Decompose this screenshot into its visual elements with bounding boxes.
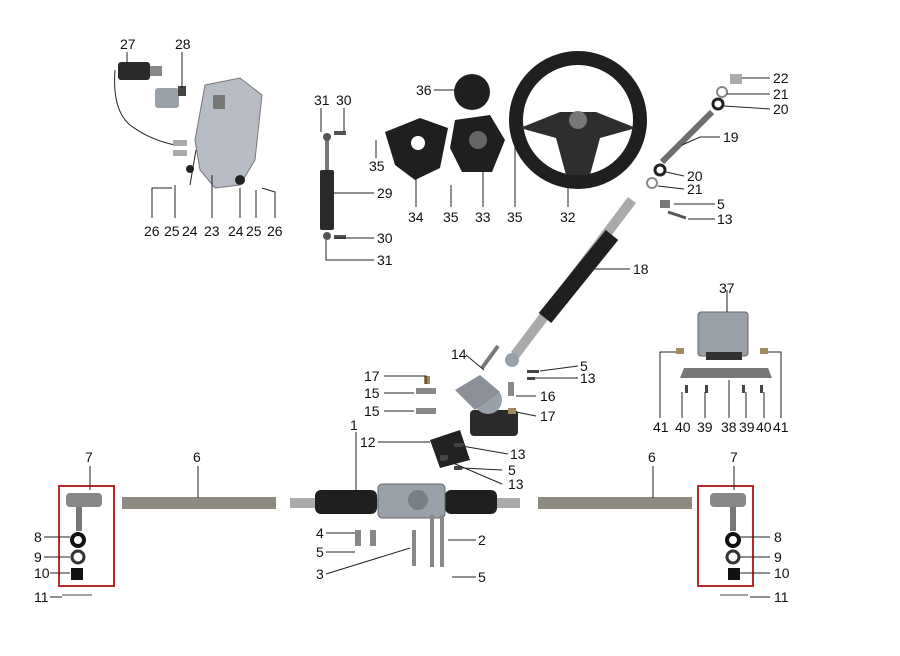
callout-30-bottom: 30 [377, 230, 393, 246]
callout-23: 23 [204, 223, 220, 239]
callout-5-column: 5 [508, 462, 516, 478]
callout-24-right: 24 [228, 223, 244, 239]
callout-20-bottom: 20 [687, 168, 703, 184]
callout-31-bottom: 31 [377, 252, 393, 268]
callout-5-motor: 5 [580, 358, 588, 374]
callout-10-right: 10 [774, 565, 790, 581]
callout-7-right: 7 [730, 449, 738, 465]
callout-30-top: 30 [336, 92, 352, 108]
callout-13-rack: 13 [508, 476, 524, 492]
callout-5-shaft: 5 [717, 196, 725, 212]
callout-28: 28 [175, 36, 191, 52]
callout-41-left: 41 [653, 419, 669, 435]
callout-34: 34 [408, 209, 424, 225]
callout-36: 36 [416, 82, 432, 98]
callout-41-right: 41 [773, 419, 789, 435]
callout-11-right: 11 [774, 589, 789, 605]
leader-lines [44, 52, 782, 598]
callout-17-left: 17 [364, 368, 380, 384]
steering-wheel [509, 51, 647, 189]
callout-6-right: 6 [648, 449, 656, 465]
callout-32: 32 [560, 209, 576, 225]
tie-rods [122, 497, 692, 509]
callout-33: 33 [475, 209, 491, 225]
callout-15-bottom: 15 [364, 403, 380, 419]
callout-38: 38 [721, 419, 737, 435]
callout-1: 1 [350, 417, 358, 433]
steering-rack [290, 483, 520, 567]
callout-39-left: 39 [697, 419, 713, 435]
callout-18: 18 [633, 261, 649, 277]
upper-steering-shaft [646, 74, 742, 220]
steering-damper [320, 131, 346, 240]
callout-13-column: 13 [510, 446, 526, 462]
steering-covers [385, 74, 505, 180]
callout-40-right: 40 [756, 419, 772, 435]
callout-labels: 1 2 3 4 5 5 5 5 5 6 6 7 7 8 8 9 9 10 10 … [34, 36, 790, 605]
callout-3: 3 [316, 566, 324, 582]
callout-8-right: 8 [774, 529, 782, 545]
tie-rod-end-left [58, 485, 115, 596]
callout-35-right: 35 [507, 209, 523, 225]
callout-25-left: 25 [164, 223, 180, 239]
control-unit-assembly [676, 311, 772, 393]
callout-13-shaft: 13 [717, 211, 733, 227]
callout-8-left: 8 [34, 529, 42, 545]
pedal-bracket-assembly [114, 62, 263, 189]
callout-13-motor: 13 [580, 370, 596, 386]
callout-35-mid: 35 [443, 209, 459, 225]
callout-12: 12 [360, 434, 376, 450]
callout-14: 14 [451, 346, 467, 362]
callout-21-top: 21 [773, 86, 789, 102]
callout-39-right: 39 [739, 419, 755, 435]
callout-26-right: 26 [267, 223, 283, 239]
callout-6-left: 6 [193, 449, 201, 465]
callout-16: 16 [540, 388, 556, 404]
callout-9-right: 9 [774, 549, 782, 565]
callout-11-left: 11 [34, 589, 49, 605]
callout-35-left: 35 [369, 158, 385, 174]
callout-9-left: 9 [34, 549, 42, 565]
callout-4: 4 [316, 525, 324, 541]
callout-7-left: 7 [85, 449, 93, 465]
callout-10-left: 10 [34, 565, 50, 581]
callout-21-bottom: 21 [687, 181, 703, 197]
callout-22: 22 [773, 70, 789, 86]
callout-26-left: 26 [144, 223, 160, 239]
callout-19: 19 [723, 129, 739, 145]
callout-24-left: 24 [182, 223, 198, 239]
callout-31-top: 31 [314, 92, 330, 108]
callout-15-top: 15 [364, 385, 380, 401]
intermediate-shaft [505, 196, 636, 367]
callout-37: 37 [719, 280, 735, 296]
callout-25-right: 25 [246, 223, 262, 239]
callout-40-left: 40 [675, 419, 691, 435]
steering-column-motor [416, 344, 539, 470]
callout-5-rack-bottom: 5 [478, 569, 486, 585]
callout-27: 27 [120, 36, 136, 52]
callout-20-top: 20 [773, 101, 789, 117]
callout-2: 2 [478, 532, 486, 548]
callout-29: 29 [377, 185, 393, 201]
callout-5-rack: 5 [316, 544, 324, 560]
tie-rod-end-right [697, 485, 754, 596]
callout-17-right: 17 [540, 408, 556, 424]
